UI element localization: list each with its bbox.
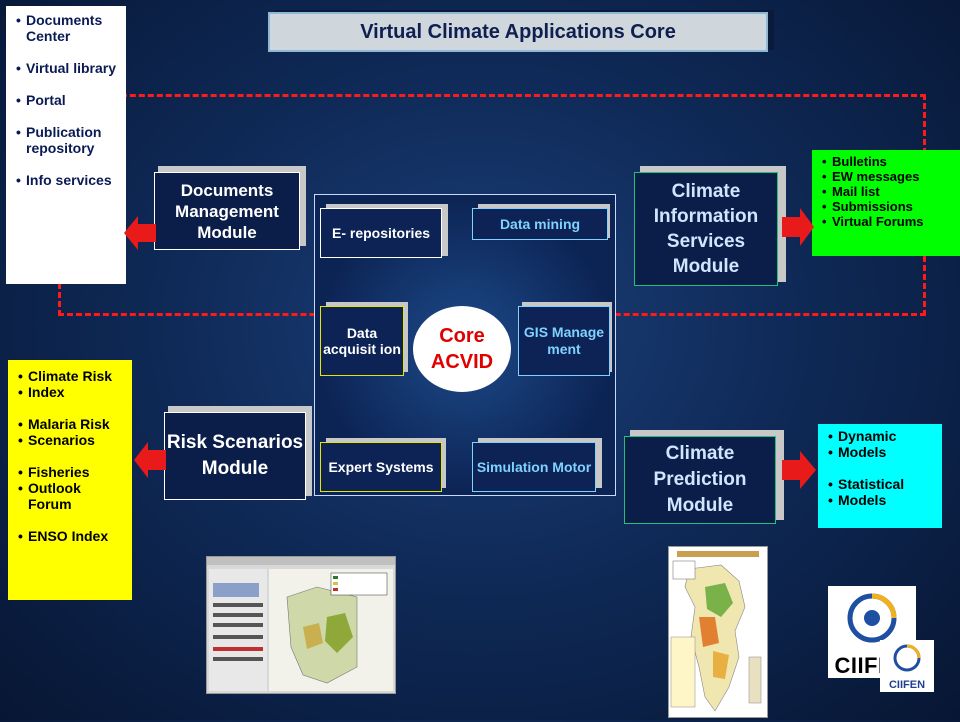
documents-management-module: Documents Management Module: [154, 172, 300, 250]
information-outputs-panel: Bulletins EW messages Mail list Submissi…: [812, 150, 960, 256]
list-item: Submissions: [820, 199, 956, 214]
arrow-left-icon: [124, 214, 156, 252]
list-item: Models: [826, 492, 938, 508]
list-item: Mail list: [820, 184, 956, 199]
climate-prediction-module: Climate Prediction Module: [624, 436, 776, 524]
simulation-motor-box: Simulation Motor: [472, 442, 596, 492]
arrow-left-icon: [134, 440, 166, 480]
risk-map-screenshot: [206, 556, 396, 694]
list-item: Portal: [14, 92, 122, 108]
risk-outputs-panel: Climate Risk Index Malaria Risk Scenario…: [8, 360, 132, 600]
list-item: Index: [16, 384, 128, 400]
list-item: Models: [826, 444, 938, 460]
data-mining-box: Data mining: [472, 208, 608, 240]
list-item: EW messages: [820, 169, 956, 184]
list-item: Fisheries: [16, 464, 128, 480]
data-acquisition-box: Data acquisit ion: [320, 306, 404, 376]
core-acvid-node: Core ACVID: [413, 306, 511, 392]
list-item: Dynamic: [826, 428, 938, 444]
arrow-right-icon: [782, 450, 816, 490]
ciifen-logo-small-text: CIIFEN: [888, 679, 926, 691]
list-item: Publication repository: [14, 124, 122, 156]
e-repositories-box: E- repositories: [320, 208, 442, 258]
arrow-right-icon: [782, 206, 814, 248]
list-item: Virtual Forums: [820, 214, 956, 229]
gis-management-box: GIS Manage ment: [518, 306, 610, 376]
climate-information-services-module: Climate Information Services Module: [634, 172, 778, 286]
list-item: Virtual library: [14, 60, 122, 76]
climate-map-thumbnail: [668, 546, 768, 718]
list-item: Scenarios: [16, 432, 128, 448]
risk-scenarios-module: Risk Scenarios Module: [164, 412, 306, 500]
list-item: Statistical: [826, 476, 938, 492]
list-item: Outlook Forum: [16, 480, 128, 512]
ciifen-logo-small: CIIFEN: [880, 640, 934, 692]
list-item: Bulletins: [820, 154, 956, 169]
expert-systems-box: Expert Systems: [320, 442, 442, 492]
list-item: Malaria Risk: [16, 416, 128, 432]
prediction-models-panel: Dynamic Models Statistical Models: [818, 424, 942, 528]
list-item: ENSO Index: [16, 528, 128, 544]
list-item: Info services: [14, 172, 122, 188]
diagram-title: Virtual Climate Applications Core: [268, 12, 768, 52]
list-item: Climate Risk: [16, 368, 128, 384]
